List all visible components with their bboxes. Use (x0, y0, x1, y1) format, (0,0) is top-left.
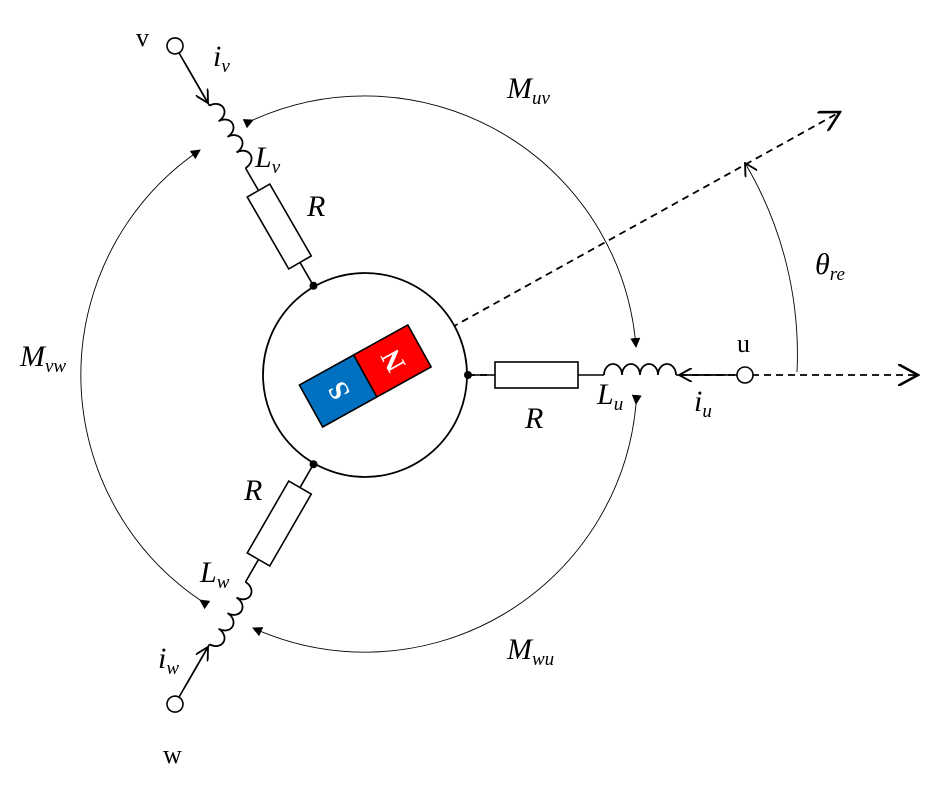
terminal-v-label: v (136, 23, 149, 52)
inductance-label-u: Lu (596, 378, 623, 415)
terminal-u-label: u (737, 329, 750, 358)
mutual-arc-uv (242, 95, 641, 348)
rotor-axis (419, 112, 840, 346)
inductor-w (209, 581, 253, 647)
mutual-arc-wu (252, 394, 642, 653)
inductor-u (603, 363, 677, 376)
inductor-v (209, 103, 253, 169)
magnet-north (352, 323, 433, 399)
resistor-u (494, 361, 579, 389)
mutual-label-vw: Mvw (19, 340, 66, 377)
permanent-magnet: S N (298, 323, 433, 429)
inductance-label-v: Lv (254, 141, 281, 178)
current-arrow-v (183, 61, 209, 103)
terminal-v (166, 37, 184, 55)
resistance-label-v: R (306, 190, 325, 223)
resistance-label-w: R (243, 474, 262, 507)
terminal-w (166, 695, 184, 713)
current-label-u: iu (694, 385, 712, 422)
mutual-label-wu: Mwu (506, 633, 554, 670)
resistor-v (246, 182, 313, 271)
terminal-u (736, 366, 754, 384)
current-label-v: iv (213, 40, 230, 77)
phase-v-branch (166, 37, 318, 290)
phase-u-branch (464, 361, 754, 389)
inductance-label-w: Lw (199, 556, 230, 593)
mutual-label-uv: Muv (506, 72, 551, 109)
resistance-label-u: R (524, 402, 543, 435)
current-label-w: iw (158, 642, 179, 679)
current-arrow-w (183, 647, 209, 689)
mutual-arc-vw (80, 149, 211, 610)
phase-w-branch (166, 460, 318, 713)
angle-label: θre (815, 248, 845, 285)
terminal-w-label: w (163, 740, 182, 769)
angle-arc (745, 163, 798, 373)
